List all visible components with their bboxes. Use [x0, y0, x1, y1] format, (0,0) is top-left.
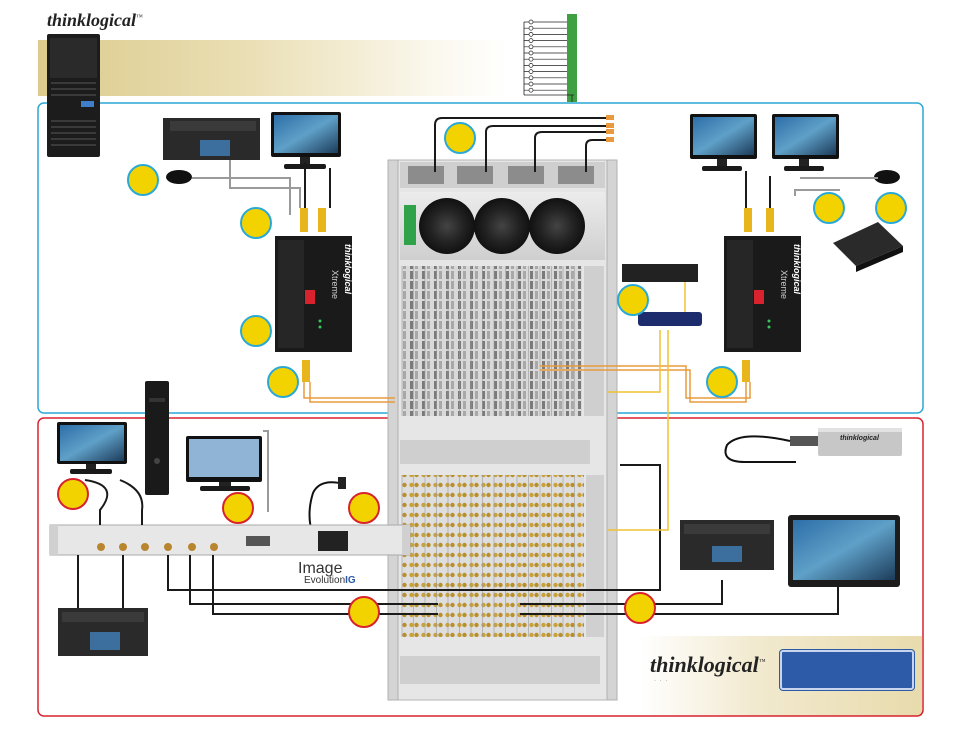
control-panel-icon [833, 222, 903, 272]
video-deck-icon-2 [680, 520, 774, 570]
fiber-extender-left-icon: thinklogical Xtreme [275, 236, 353, 352]
fiber-cables-top [434, 117, 608, 172]
power-plug-icon [308, 477, 346, 537]
video-deck-icon-1 [163, 118, 260, 160]
callout-circle-3 [240, 207, 272, 239]
blue-badge [780, 650, 914, 690]
fiber-connectors-top [606, 115, 614, 142]
brand-logo-top: thinklogical™ [47, 10, 143, 30]
callout-circle-11 [222, 492, 254, 524]
monitor-icon-6 [788, 515, 900, 587]
callout-circle-9 [875, 192, 907, 224]
extender-connectors [300, 208, 774, 382]
extender-right-brand: thinklogical [792, 244, 802, 295]
gray-cables [192, 160, 878, 512]
callout-circle-7 [706, 366, 738, 398]
router-chassis-icon [387, 159, 618, 701]
pc-tower-icon [145, 381, 169, 495]
orange-fibers [303, 365, 751, 403]
sfp-cable [724, 435, 796, 463]
monitor-icon-1 [271, 112, 341, 169]
image-evolution-rack-icon [49, 524, 411, 556]
extender-left-brand: thinklogical [343, 244, 353, 295]
monitor-icon-4 [57, 422, 127, 474]
brand-logo-bottom: thinklogical™ [650, 652, 766, 677]
callout-circle-14 [624, 592, 656, 624]
network-switch-icon [622, 264, 702, 326]
brand-tagline: · · · [654, 678, 669, 684]
extender-left-line: Xtreme [330, 270, 340, 299]
monitor-icon-2 [690, 114, 757, 171]
chassis-thumbnail-icon [47, 34, 100, 157]
yellow-fibers [608, 282, 686, 531]
mouse-icon-2 [874, 170, 900, 184]
video-deck-icon-3 [58, 608, 148, 656]
callout-circle-12 [348, 492, 380, 524]
monitor-icon-3 [772, 114, 839, 171]
mouse-icon-1 [166, 170, 192, 184]
callouts [57, 122, 907, 628]
monitor-icon-5 [186, 436, 262, 491]
callout-circle-4 [240, 315, 272, 347]
sfp-module-icon: thinklogical [790, 428, 902, 456]
header-banner [38, 40, 508, 96]
callout-circle-1 [444, 122, 476, 154]
callout-circle-6 [617, 284, 649, 316]
callout-circle-8 [813, 192, 845, 224]
extender-right-line: Xtreme [779, 270, 789, 299]
sfp-brand-label: thinklogical [840, 435, 880, 442]
callout-circle-10 [57, 478, 89, 510]
callout-circle-2 [127, 164, 159, 196]
fiber-extender-right-icon: thinklogical Xtreme [724, 236, 802, 352]
callout-circle-5 [267, 366, 299, 398]
terminal-block-icon [523, 14, 577, 102]
image-evolution-logo: Image EvolutionIG [298, 560, 356, 586]
callout-circle-13 [348, 596, 380, 628]
